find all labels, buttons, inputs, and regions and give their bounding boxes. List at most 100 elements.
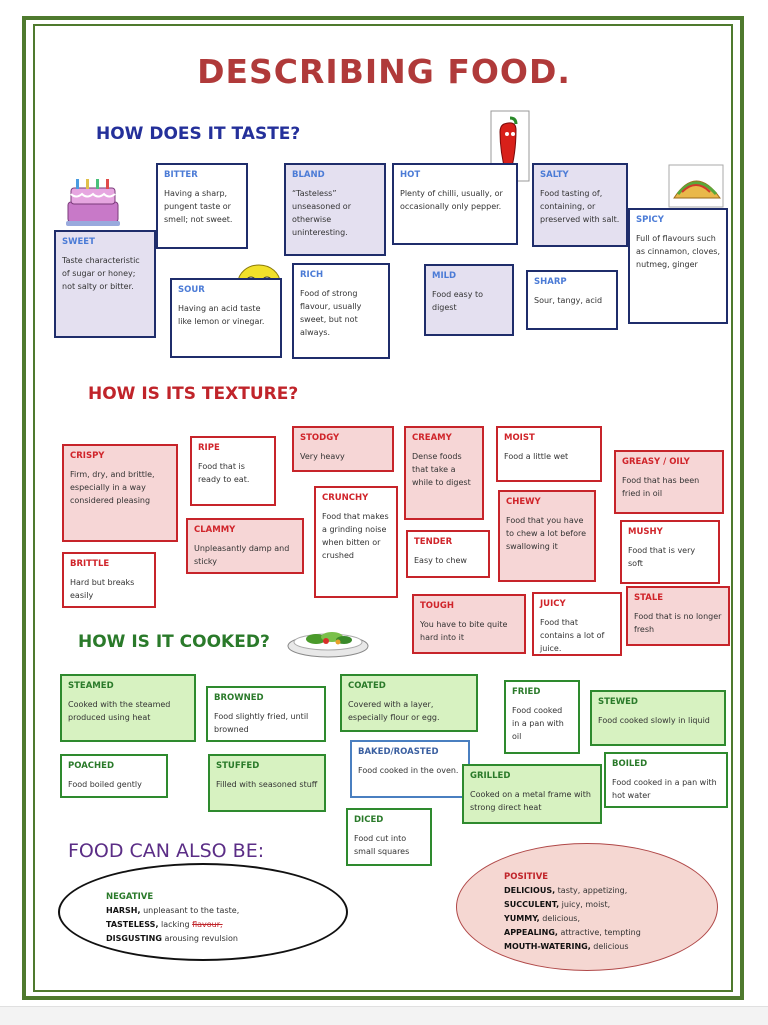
- positive-ellipse: [456, 843, 718, 971]
- taste-card-spicy: SPICY Full of flavours such as cinnamon,…: [628, 208, 728, 324]
- cooked-label: BAKED/ROASTED: [358, 747, 439, 757]
- taste-label: MILD: [432, 271, 457, 281]
- texture-definition: Very heavy: [300, 452, 345, 461]
- texture-definition: Firm, dry, and brittle, especially in a …: [70, 470, 155, 505]
- texture-definition: Unpleasantly damp and sticky: [194, 544, 290, 566]
- cooked-definition: Filled with seasoned stuff: [216, 780, 318, 789]
- positive-label: POSITIVE: [504, 872, 549, 882]
- taste-label: BLAND: [292, 170, 325, 180]
- texture-card-moist: MOIST Food a little wet: [496, 426, 602, 482]
- cooked-definition: Food slightly fried, until browned: [214, 712, 309, 734]
- texture-card-tender: TENDER Easy to chew: [406, 530, 490, 578]
- cooked-label: STEWED: [598, 697, 638, 707]
- taste-heading: HOW DOES IT TASTE?: [96, 124, 301, 144]
- texture-label: CLAMMY: [194, 525, 236, 535]
- texture-definition: Food that contains a lot of juice.: [540, 618, 605, 653]
- texture-definition: Food that is very soft: [628, 546, 696, 568]
- texture-card-stodgy: STODGY Very heavy: [292, 426, 394, 472]
- texture-card-ripe: RIPE Food that is ready to eat.: [190, 436, 276, 506]
- cooked-label: GRILLED: [470, 771, 511, 781]
- taste-definition: Plenty of chilli, usually, or occasional…: [400, 189, 503, 211]
- taste-label: SHARP: [534, 277, 567, 287]
- positive-line: APPEALING, attractive, tempting: [504, 928, 641, 937]
- positive-line: YUMMY, delicious,: [504, 914, 581, 923]
- taste-card-salty: SALTY Food tasting of, containing, or pr…: [532, 163, 628, 247]
- texture-definition: Food that has been fried in oil: [622, 476, 700, 498]
- cooked-definition: Covered with a layer, especially flour o…: [348, 700, 440, 722]
- cooked-definition: Food cooked in a pan with hot water: [612, 778, 717, 800]
- taste-card-sharp: SHARP Sour, tangy, acid: [526, 270, 618, 330]
- taste-definition: “Tasteless” unseasoned or otherwise unin…: [292, 189, 351, 237]
- taste-label: SWEET: [62, 237, 95, 247]
- cooked-label: BROWNED: [214, 693, 264, 703]
- texture-card-crispy: CRISPY Firm, dry, and brittle, especiall…: [62, 444, 178, 542]
- cooked-label: BOILED: [612, 759, 648, 769]
- texture-card-juicy: JUICY Food that contains a lot of juice.: [532, 592, 622, 656]
- cooked-card-browned: BROWNED Food slightly fried, until brown…: [206, 686, 326, 742]
- taste-label: SPICY: [636, 215, 664, 225]
- texture-definition: Food that you have to chew a lot before …: [506, 516, 587, 551]
- texture-label: STODGY: [300, 433, 340, 443]
- texture-definition: Hard but breaks easily: [70, 578, 135, 600]
- cooked-card-steamed: STEAMED Cooked with the steamed produced…: [60, 674, 196, 742]
- texture-card-chewy: CHEWY Food that you have to chew a lot b…: [498, 490, 596, 582]
- salad-bowl-icon: [286, 620, 370, 664]
- negative-ellipse: [58, 863, 348, 961]
- texture-label: TOUGH: [420, 601, 455, 611]
- texture-label: MUSHY: [628, 527, 663, 537]
- taste-definition: Food tasting of, containing, or preserve…: [540, 189, 620, 224]
- positive-line: SUCCULENT, juicy, moist,: [504, 900, 611, 909]
- cooked-label: STEAMED: [68, 681, 114, 691]
- outer-frame: [22, 16, 744, 1000]
- texture-label: MOIST: [504, 433, 535, 443]
- cooked-card-stuffed: STUFFED Filled with seasoned stuff: [208, 754, 326, 812]
- texture-definition: Food that makes a grinding noise when bi…: [322, 512, 389, 560]
- also-heading: FOOD CAN ALSO BE:: [68, 840, 265, 862]
- texture-label: STALE: [634, 593, 664, 603]
- cooked-card-baked-roasted: BAKED/ROASTED Food cooked in the oven.: [350, 740, 470, 798]
- cooked-definition: Food cooked in the oven.: [358, 766, 459, 775]
- taste-definition: Full of flavours such as cinnamon, clove…: [636, 234, 721, 269]
- negative-line: TASTELESS, lacking flavour,: [106, 920, 223, 929]
- inner-frame: [33, 24, 733, 992]
- cooked-label: STUFFED: [216, 761, 260, 771]
- cooked-label: POACHED: [68, 761, 115, 771]
- taste-card-sour: SOUR Having an acid taste like lemon or …: [170, 278, 282, 358]
- cooked-label: DICED: [354, 815, 384, 825]
- cooked-card-grilled: GRILLED Cooked on a metal frame with str…: [462, 764, 602, 824]
- cooked-card-diced: DICED Food cut into small squares: [346, 808, 432, 866]
- texture-definition: Food a little wet: [504, 452, 569, 461]
- taste-card-mild: MILD Food easy to digest: [424, 264, 514, 336]
- cooked-label: FRIED: [512, 687, 541, 697]
- texture-card-brittle: BRITTLE Hard but breaks easily: [62, 552, 156, 608]
- footer-strip: [0, 1006, 768, 1025]
- texture-card-creamy: CREAMY Dense foods that take a while to …: [404, 426, 484, 520]
- texture-label: BRITTLE: [70, 559, 110, 569]
- taste-card-bland: BLAND “Tasteless” unseasoned or otherwis…: [284, 163, 386, 256]
- cake-icon: [64, 176, 122, 232]
- taste-definition: Food easy to digest: [432, 290, 484, 312]
- texture-definition: You have to bite quite hard into it: [420, 620, 508, 642]
- taste-label: RICH: [300, 270, 324, 280]
- taste-card-bitter: BITTER Having a sharp, pungent taste or …: [156, 163, 248, 249]
- taste-label: HOT: [400, 170, 421, 180]
- taste-label: BITTER: [164, 170, 198, 180]
- texture-label: CRISPY: [70, 451, 105, 461]
- texture-label: CRUNCHY: [322, 493, 369, 503]
- positive-line: DELICIOUS, tasty, appetizing,: [504, 886, 628, 895]
- cooked-definition: Food cooked slowly in liquid: [598, 716, 710, 725]
- texture-label: GREASY / OILY: [622, 457, 690, 467]
- texture-heading: HOW IS ITS TEXTURE?: [88, 384, 299, 404]
- cooked-heading: HOW IS IT COOKED?: [78, 632, 270, 652]
- taste-card-rich: RICH Food of strong flavour, usually swe…: [292, 263, 390, 359]
- taste-definition: Sour, tangy, acid: [534, 296, 603, 305]
- cooked-definition: Food cut into small squares: [354, 834, 410, 856]
- texture-definition: Food that is ready to eat.: [198, 462, 250, 484]
- cooked-definition: Food boiled gently: [68, 780, 142, 789]
- cooked-card-stewed: STEWED Food cooked slowly in liquid: [590, 690, 726, 746]
- taste-definition: Having a sharp, pungent taste or smell; …: [164, 189, 233, 224]
- cooked-card-fried: FRIED Food cooked in a pan with oil: [504, 680, 580, 754]
- texture-definition: Food that is no longer fresh: [634, 612, 722, 634]
- taste-definition: Having an acid taste like lemon or vineg…: [178, 304, 265, 326]
- taste-definition: Taste characteristic of sugar or honey; …: [62, 256, 140, 291]
